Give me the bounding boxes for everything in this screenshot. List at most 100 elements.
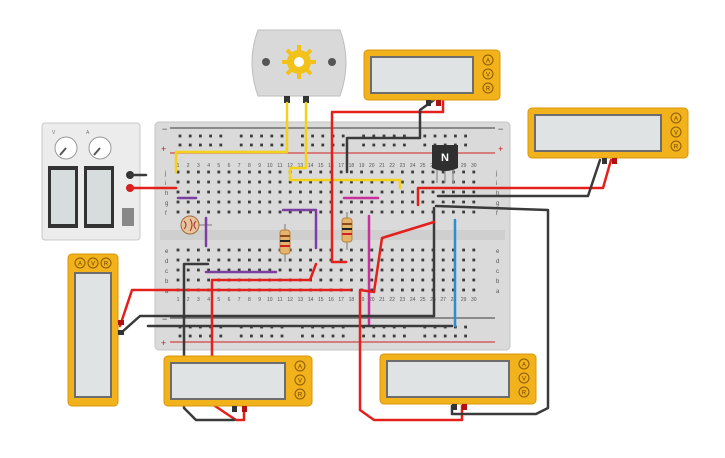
photoresistor[interactable]	[180, 215, 212, 235]
column-label: 4	[207, 297, 210, 303]
column-label: 18	[349, 297, 355, 303]
wire-black-top-meter[interactable]	[345, 98, 436, 174]
mode-r-button[interactable]	[518, 386, 530, 398]
wire-red-right-meter[interactable]	[416, 158, 613, 207]
mode-r-button[interactable]	[482, 82, 494, 94]
multimeter-top-right[interactable]: AVR	[527, 107, 689, 164]
mode-a-button[interactable]	[294, 360, 306, 372]
column-label: 9	[258, 297, 261, 303]
wire-red-left-meter[interactable]	[118, 288, 352, 328]
column-label: 25	[420, 163, 426, 169]
resistor-1[interactable]	[279, 224, 291, 262]
column-label: 3	[197, 163, 200, 169]
wire-black-down-1[interactable]	[182, 262, 236, 422]
column-label: 23	[400, 297, 406, 303]
row-label: b	[165, 279, 169, 285]
column-label: 11	[277, 163, 282, 169]
mode-v-button[interactable]	[518, 372, 530, 384]
row-label: j	[164, 171, 166, 177]
rail-plus-label: +	[161, 144, 166, 154]
row-label: j	[495, 171, 497, 177]
mode-r-button[interactable]	[670, 140, 682, 152]
motor-screw-icon	[262, 58, 270, 66]
column-label: 21	[379, 163, 385, 169]
wire-black-bottom-1[interactable]	[120, 206, 436, 334]
row-label: e	[496, 249, 500, 255]
wire-yellow-motor-2[interactable]	[288, 101, 402, 190]
mode-label: A	[78, 262, 82, 268]
wire-red-down-2[interactable]	[358, 220, 464, 422]
column-label: 24	[410, 163, 416, 169]
npn-transistor[interactable]: N	[432, 145, 458, 183]
current-knob-label: A	[86, 130, 90, 136]
column-label: 5	[217, 297, 220, 303]
row-label: a	[496, 289, 500, 295]
mode-a-button[interactable]	[518, 358, 530, 370]
rail-minus-label-bottom: −	[162, 314, 167, 324]
row-label: a	[165, 289, 169, 295]
column-label: 1	[177, 163, 180, 169]
gear-icon	[282, 45, 316, 79]
multimeter-top-center[interactable]: AVR	[363, 49, 501, 106]
mode-r-button[interactable]	[294, 388, 306, 400]
column-label: 16	[328, 297, 334, 303]
mode-label: V	[674, 131, 678, 137]
voltage-knob-label: V	[52, 130, 56, 136]
mode-v-button[interactable]	[670, 126, 682, 138]
row-label: i	[496, 181, 497, 187]
column-label: 21	[379, 297, 385, 303]
rail-plus-label-bottom: +	[161, 338, 166, 348]
multimeter-bottom-right[interactable]: AVR	[379, 353, 537, 410]
column-label: 13	[298, 163, 304, 169]
resistor-2[interactable]	[341, 212, 353, 250]
row-label: f	[496, 211, 498, 217]
wire-black-right-meter[interactable]	[436, 158, 602, 198]
column-label: 14	[308, 297, 314, 303]
mode-label: R	[298, 393, 303, 399]
column-label: 25	[420, 297, 426, 303]
motor-screw-icon	[328, 58, 336, 66]
mode-label: R	[104, 262, 109, 268]
wire-black-down-2[interactable]	[434, 204, 550, 416]
multimeter-bottom-center[interactable]: AVR	[163, 355, 313, 412]
mode-label: A	[674, 117, 678, 123]
column-label: 28	[451, 297, 457, 303]
column-label: 6	[228, 297, 231, 303]
column-label: 7	[238, 163, 241, 169]
row-label: f	[165, 211, 167, 217]
column-label: 12	[287, 163, 293, 169]
column-label: 30	[471, 297, 477, 303]
mode-v-button[interactable]	[482, 68, 494, 80]
column-label: 27	[440, 297, 446, 303]
mode-r-button[interactable]	[100, 257, 112, 269]
row-label: g	[496, 201, 499, 207]
wire-purple-2[interactable]	[281, 208, 318, 250]
mode-a-button[interactable]	[482, 54, 494, 66]
column-label: 10	[267, 163, 273, 169]
column-label: 17	[338, 163, 344, 169]
column-label: 19	[359, 297, 365, 303]
mode-a-button[interactable]	[670, 112, 682, 124]
mode-v-button[interactable]	[87, 257, 99, 269]
column-label: 13	[298, 297, 304, 303]
mode-label: V	[91, 262, 95, 268]
rail-plus-label-right: +	[498, 144, 503, 154]
mode-v-button[interactable]	[294, 374, 306, 386]
column-label: 22	[389, 163, 395, 169]
wire-red-top-meter[interactable]	[330, 98, 445, 264]
row-label: b	[496, 279, 500, 285]
column-label: 29	[461, 297, 467, 303]
column-label: 8	[248, 163, 251, 169]
power-supply[interactable]: V A	[41, 122, 141, 241]
dc-motor[interactable]	[251, 29, 347, 103]
column-label: 2	[187, 297, 190, 303]
power-switch[interactable]	[122, 208, 134, 226]
column-label: 1	[177, 297, 180, 303]
column-label: 30	[471, 163, 477, 169]
transistor-label: N	[441, 152, 449, 164]
wire-yellow-motor[interactable]	[174, 101, 289, 174]
mode-a-button[interactable]	[74, 257, 86, 269]
row-label: d	[496, 259, 499, 265]
